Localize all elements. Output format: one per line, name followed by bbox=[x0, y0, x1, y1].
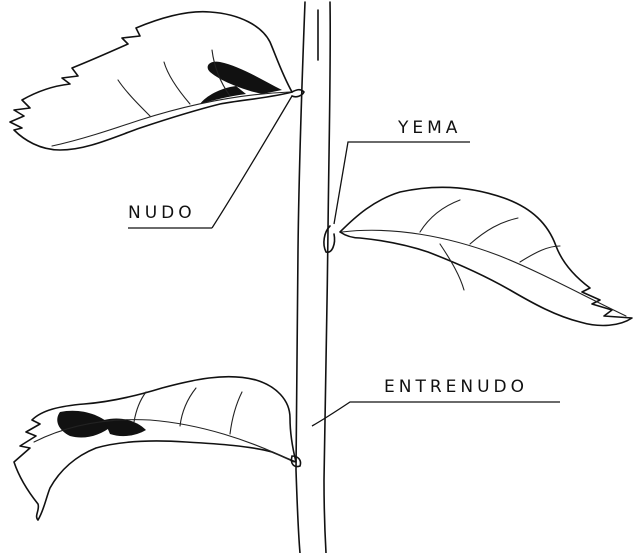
stem bbox=[296, 2, 330, 553]
leaf-top-left bbox=[10, 12, 292, 150]
internode-leader-line bbox=[312, 402, 560, 426]
label-node: NUDO bbox=[128, 205, 196, 222]
label-bud: YEMA bbox=[398, 120, 461, 137]
bud bbox=[324, 226, 335, 252]
leaf-bottom-left bbox=[14, 377, 296, 520]
leaf-right bbox=[340, 187, 632, 325]
label-internode: ENTRENUDO bbox=[384, 379, 528, 396]
